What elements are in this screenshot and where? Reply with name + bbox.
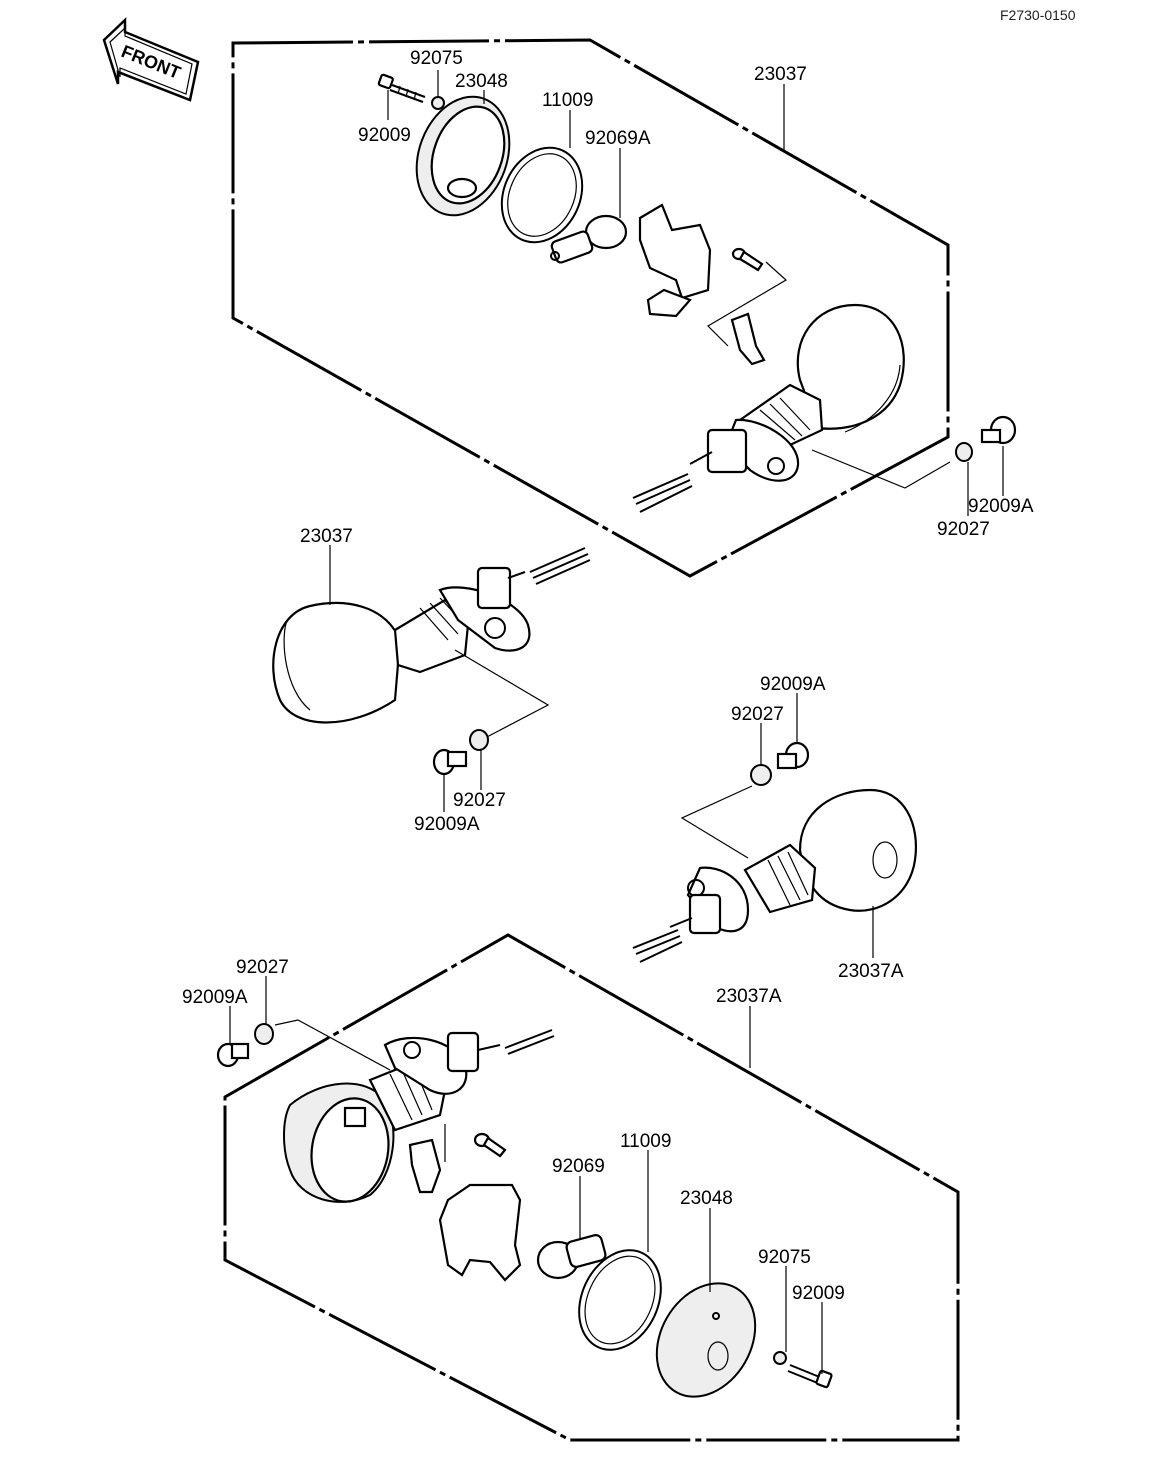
- label-23037-top: 23037: [754, 64, 807, 85]
- bolt-92009A-bottom: [216, 1042, 250, 1068]
- small-screw-bottom: [473, 1132, 507, 1158]
- washer-92027-right: [750, 764, 772, 786]
- washer-92027-middle: [469, 729, 489, 751]
- socket-bracket-top: [638, 203, 712, 318]
- label-92009A-top: 92009A: [968, 496, 1034, 517]
- diagram-code: F2730-0150: [1000, 7, 1076, 23]
- label-92009A-right: 92009A: [760, 674, 826, 695]
- label-92075-bottom: 92075: [758, 1247, 811, 1268]
- bolt-92009A-middle: [432, 748, 468, 776]
- screw-92009-top: [377, 73, 426, 103]
- label-92009-top: 92009: [358, 125, 411, 146]
- label-92027-right: 92027: [731, 704, 784, 725]
- front-arrow-icon: FRONT: [102, 17, 200, 102]
- screw-92009-bottom: [787, 1364, 833, 1389]
- washer-92027-bottom: [254, 1023, 274, 1045]
- label-92075-top: 92075: [410, 48, 463, 69]
- small-screw-top: [731, 247, 764, 272]
- label-92027-top: 92027: [937, 519, 990, 540]
- clip-top: [730, 312, 766, 366]
- label-23037A-bottom: 23037A: [716, 986, 782, 1007]
- leader-line: [454, 649, 550, 739]
- label-23048-top: 23048: [455, 71, 508, 92]
- lens-cover-23048-bottom: [655, 1282, 757, 1398]
- lens-cover-23048-top: [415, 95, 511, 217]
- washer-92075-top: [431, 96, 445, 110]
- label-11009-bottom: 11009: [620, 1131, 671, 1152]
- bolt-92009A-right: [776, 741, 810, 770]
- turn-signal-23037-top: [632, 303, 905, 513]
- label-92009A-bottom: 92009A: [182, 987, 248, 1008]
- clip-bottom: [408, 1138, 442, 1194]
- leader-line: [811, 449, 951, 489]
- label-92069-bottom: 92069: [552, 1156, 605, 1177]
- label-23048-bottom: 23048: [680, 1188, 733, 1209]
- turn-signal-23037A-bottom: [283, 1029, 555, 1203]
- label-23037A-right: 23037A: [838, 961, 904, 982]
- washer-92027-top: [955, 442, 973, 462]
- label-92027-bottom: 92027: [236, 957, 289, 978]
- washer-92075-bottom: [773, 1351, 787, 1365]
- label-23037-middle: 23037: [300, 526, 353, 547]
- label-92069A-top: 92069A: [585, 128, 651, 149]
- label-11009-top: 11009: [542, 90, 593, 111]
- label-leaders: [229, 70, 1004, 1374]
- leader-line: [680, 785, 753, 859]
- gasket-11009-bottom: [578, 1249, 662, 1351]
- socket-bracket-bottom: [438, 1183, 522, 1282]
- turn-signal-23037A-right: [632, 788, 917, 963]
- leader-line: [707, 261, 788, 347]
- label-92027-middle: 92027: [453, 790, 506, 811]
- bottom-assembly-outline: [223, 933, 960, 1442]
- label-92009A-middle: 92009A: [414, 814, 480, 835]
- bolt-92009A-top: [980, 415, 1017, 445]
- label-92009-bottom: 92009: [792, 1283, 845, 1304]
- leader-line: [274, 1019, 391, 1071]
- turn-signal-23037-middle: [272, 547, 591, 724]
- gasket-11009-top: [500, 146, 584, 244]
- bulb-92069A-top: [550, 214, 628, 264]
- top-assembly-outline: [231, 38, 950, 578]
- bulb-92069-bottom: [536, 1234, 607, 1280]
